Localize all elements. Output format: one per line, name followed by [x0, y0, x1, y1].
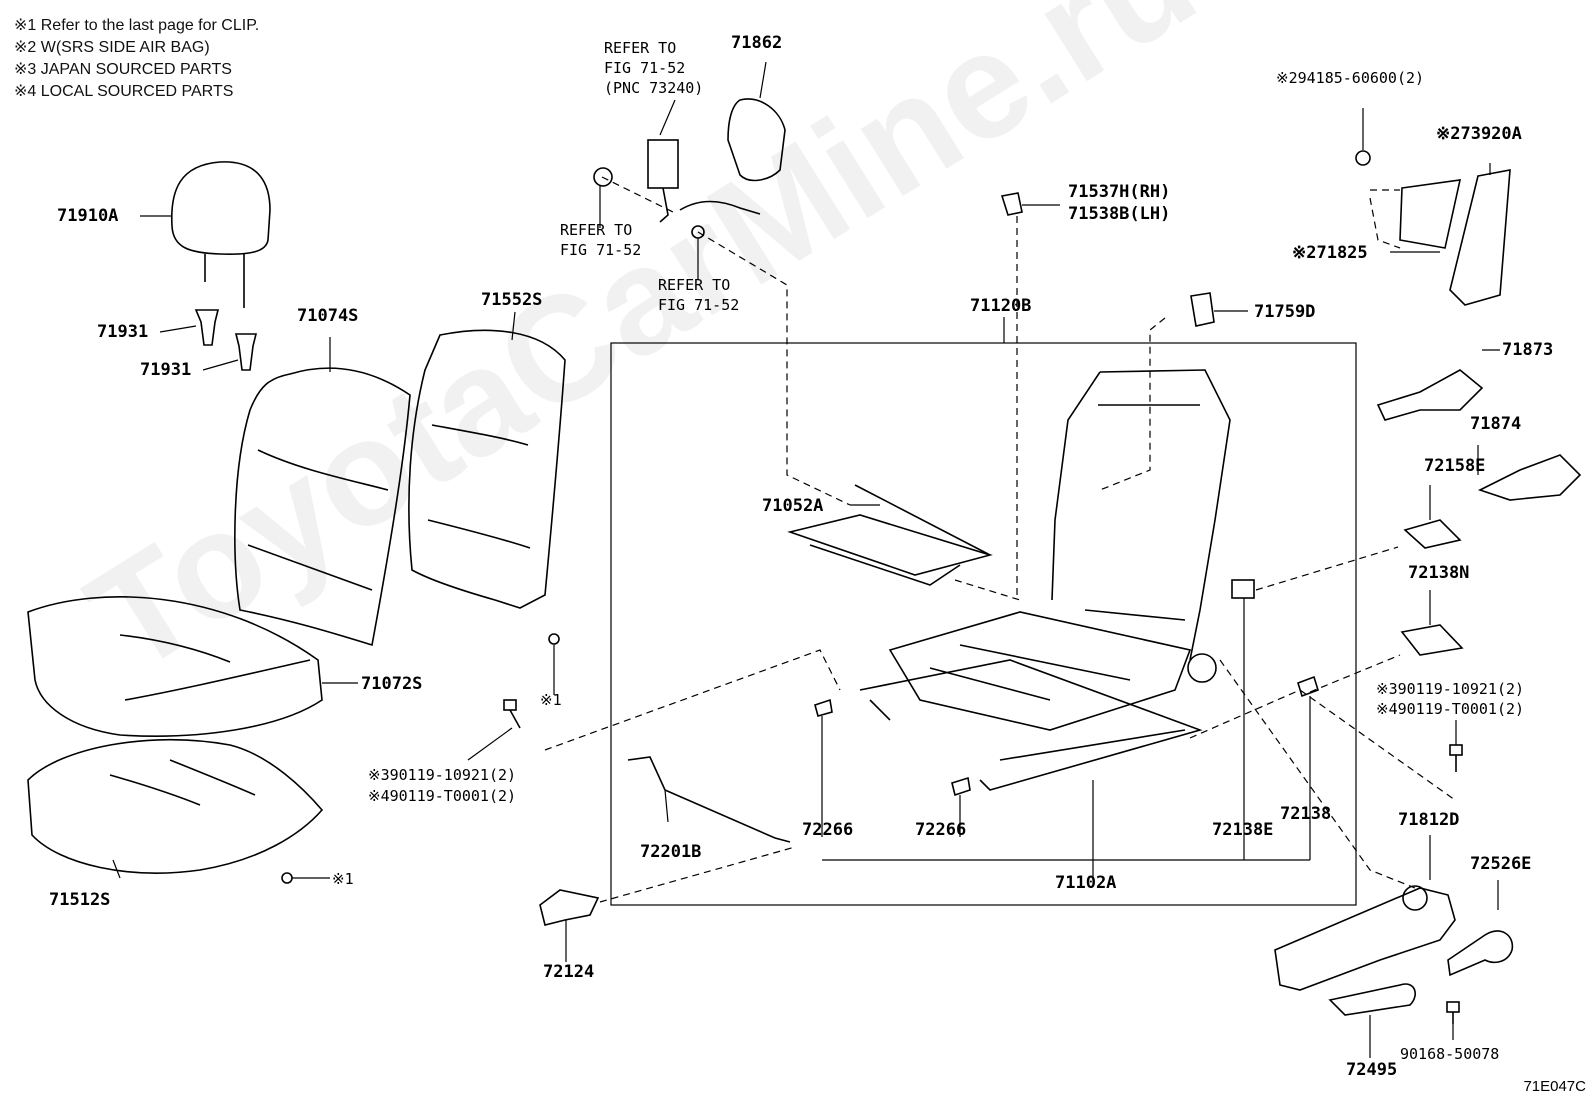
- label-71538B: 71538B(LH): [1068, 204, 1171, 224]
- clip-b: [281, 872, 293, 884]
- headrest-support-a: [194, 309, 220, 346]
- note-3: ※3 JAPAN SOURCED PARTS: [14, 61, 232, 78]
- hinge-71873: [1376, 369, 1484, 421]
- label-refer1-b: FIG 71-52: [604, 59, 686, 77]
- label-71931-a: 71931: [97, 322, 149, 342]
- label-72138: 72138: [1280, 804, 1332, 824]
- part-72124: [539, 889, 600, 926]
- seatback-cover: [234, 367, 411, 647]
- label-clip-1a: ※1: [540, 691, 562, 709]
- seat-rail: [859, 659, 1203, 791]
- label-71931-b: 71931: [140, 360, 192, 380]
- label-72138E: 72138E: [1212, 820, 1274, 840]
- frame-assembly-box: [610, 342, 1357, 906]
- label-71862: 71862: [731, 33, 783, 53]
- cushion-pad: [27, 738, 324, 874]
- note-4: ※4 LOCAL SOURCED PARTS: [14, 83, 234, 100]
- label-refer1-a: REFER TO: [604, 39, 677, 57]
- label-bolt-lo2: ※490119-T0001(2): [1376, 700, 1525, 718]
- label-71074S: 71074S: [297, 306, 359, 326]
- label-71812D: 71812D: [1398, 810, 1460, 830]
- label-72158E: 72158E: [1424, 456, 1486, 476]
- label-72138N: 72138N: [1408, 563, 1470, 583]
- note-2: ※2 W(SRS SIDE AIR BAG): [14, 39, 210, 56]
- label-72526E: 72526E: [1470, 854, 1532, 874]
- label-72266-a: 72266: [802, 820, 854, 840]
- seatbelt-buckle: [593, 139, 761, 239]
- label-71512S: 71512S: [49, 890, 111, 910]
- cover-72495: [1328, 983, 1416, 1016]
- label-71873: 71873: [1502, 340, 1554, 360]
- hook-b: [951, 776, 971, 797]
- bolt-left: [503, 699, 521, 729]
- label-bolt-lo: ※490119-T0001(2): [368, 787, 517, 805]
- label-73920A: ※273920A: [1436, 124, 1522, 144]
- label-71874: 71874: [1470, 414, 1522, 434]
- label-71120B: 71120B: [970, 296, 1032, 316]
- spring-mat: [787, 484, 993, 586]
- clip-72158e: [1403, 519, 1462, 549]
- label-72201B: 72201B: [640, 842, 702, 862]
- label-72495: 72495: [1346, 1060, 1398, 1080]
- clip-72138n: [1400, 624, 1464, 656]
- label-90168: 90168-50078: [1400, 1045, 1500, 1063]
- hinge-71874: [1477, 454, 1582, 501]
- label-71825: ※271825: [1292, 243, 1368, 263]
- nut-94185: [1355, 150, 1371, 166]
- label-bolt-jp: ※390119-10921(2): [368, 766, 517, 784]
- headrest-support-b: [234, 333, 258, 371]
- seatback-pad: [408, 329, 566, 609]
- cap-part: [1000, 192, 1023, 216]
- bracket-71825: [1399, 179, 1462, 249]
- label-71072S: 71072S: [361, 674, 423, 694]
- headrest: [170, 161, 271, 308]
- label-94185: ※294185-60600(2): [1276, 69, 1425, 87]
- knob-71759d: [1190, 292, 1215, 327]
- hook-a: [814, 698, 833, 717]
- label-bolt-jp2: ※390119-10921(2): [1376, 680, 1525, 698]
- label-71759D: 71759D: [1254, 302, 1316, 322]
- airbag-73920a: [1449, 169, 1511, 306]
- label-71102A: 71102A: [1055, 873, 1117, 893]
- bolt-right: [1449, 744, 1463, 772]
- shield-71812d: [1274, 887, 1456, 991]
- label-clip-1b: ※1: [332, 870, 354, 888]
- label-refer2-a: REFER TO: [560, 221, 633, 239]
- clip-72138e: [1231, 579, 1255, 599]
- label-71910A: 71910A: [57, 206, 119, 226]
- wire-72201b: [627, 756, 791, 843]
- lever-72526e: [1447, 930, 1514, 977]
- cushion-cover: [27, 596, 323, 737]
- seat-frame: [888, 369, 1231, 731]
- figure-code: 71E047C: [1523, 1078, 1586, 1095]
- note-1: ※1 Refer to the last page for CLIP.: [14, 17, 260, 34]
- label-71537H: 71537H(RH): [1068, 182, 1171, 202]
- screw-90168: [1446, 1001, 1460, 1024]
- label-71052A: 71052A: [762, 496, 824, 516]
- label-refer3-b: FIG 71-52: [658, 296, 740, 314]
- clip-72138: [1297, 675, 1319, 698]
- label-71552S: 71552S: [481, 290, 543, 310]
- label-72124: 72124: [543, 962, 595, 982]
- label-refer1-c: (PNC 73240): [604, 79, 704, 97]
- clip-a: [548, 633, 560, 645]
- label-72266-b: 72266: [915, 820, 967, 840]
- label-refer2-b: FIG 71-52: [560, 241, 642, 259]
- buckle-cover: [727, 98, 786, 182]
- label-refer3-a: REFER TO: [658, 276, 731, 294]
